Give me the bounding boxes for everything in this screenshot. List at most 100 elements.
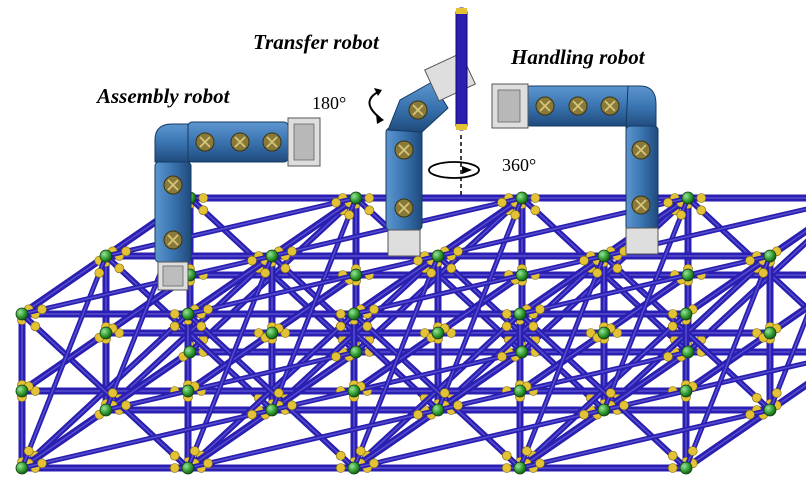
truss-node: [181, 384, 195, 398]
rotation-360-label: 360°: [502, 155, 537, 175]
strut-connector: [453, 400, 463, 411]
strut-connector: [355, 446, 366, 456]
strut-connector: [497, 197, 507, 208]
truss-node: [349, 191, 363, 205]
truss-node: [181, 307, 195, 321]
truss-strut-highlight: [187, 255, 273, 315]
truss-strut-highlight: [353, 313, 521, 469]
strut-connector: [501, 321, 512, 332]
strut-connector: [273, 388, 284, 398]
strut-connector: [751, 328, 762, 338]
truss-strut-highlight: [271, 351, 357, 411]
truss-node: [763, 249, 777, 263]
truss-node: [431, 403, 445, 417]
joint-disc-mark: [234, 136, 246, 148]
truss-node: [347, 384, 361, 398]
strut-connector: [687, 446, 698, 456]
truss-node: [681, 345, 695, 359]
strut-connector: [530, 205, 541, 216]
strut-connector: [369, 458, 379, 469]
truss-strut-highlight: [769, 317, 806, 411]
strut-connector: [247, 255, 257, 266]
truss-strut-highlight: [437, 197, 523, 257]
strut-connector: [335, 450, 346, 461]
strut-connector: [30, 321, 41, 332]
truss-node: [515, 345, 529, 359]
strut-connector: [676, 210, 687, 220]
truss-strut-highlight: [271, 197, 357, 257]
truss-strut-highlight: [769, 230, 806, 257]
truss-node: [679, 307, 693, 321]
strut-connector: [521, 446, 532, 456]
truss-strut-highlight: [21, 255, 107, 315]
truss-node: [515, 268, 529, 282]
truss-strut-highlight: [685, 255, 771, 469]
truss-strut-highlight: [437, 351, 523, 411]
strut-connector: [501, 309, 512, 319]
truss-strut-highlight: [603, 351, 689, 411]
strut-connector: [667, 450, 678, 461]
strut-connector: [121, 246, 131, 257]
joint-disc-mark: [266, 136, 278, 148]
strut-connector: [446, 328, 457, 338]
strut-connector: [247, 409, 257, 420]
handling-robot-label: Handling robot: [511, 45, 645, 69]
strut-connector: [198, 193, 209, 203]
handling-joint-discs: [535, 96, 651, 215]
truss-strut-highlight: [437, 351, 689, 411]
strut-connector: [446, 263, 457, 274]
truss-node: [15, 461, 29, 475]
strut-connector: [497, 351, 507, 362]
truss-node: [597, 249, 611, 263]
strut-connector: [331, 351, 341, 362]
strut-connector: [362, 321, 373, 332]
truss-strut-highlight: [21, 255, 107, 469]
truss-strut-highlight: [685, 255, 771, 315]
strut-connector: [169, 321, 180, 332]
truss-node: [347, 461, 361, 475]
joint-disc-mark: [167, 179, 179, 191]
truss-strut-highlight: [603, 197, 689, 411]
truss-node: [681, 268, 695, 282]
strut-connector: [335, 309, 346, 319]
strut-connector: [612, 328, 623, 338]
spin-arrow-icon: [428, 135, 480, 198]
strut-connector: [287, 400, 297, 411]
joint-disc-mark: [398, 202, 410, 214]
joint-disc-mark: [635, 144, 647, 156]
truss-node: [513, 384, 527, 398]
truss-strut-highlight: [769, 307, 806, 334]
truss-node: [679, 461, 693, 475]
strut-connector: [667, 321, 678, 332]
truss-node: [265, 249, 279, 263]
strut-connector: [280, 263, 291, 274]
truss-node: [513, 307, 527, 321]
strut-connector: [203, 304, 213, 315]
strut-connector: [530, 193, 541, 203]
strut-connector: [426, 268, 437, 278]
strut-connector: [364, 205, 375, 216]
strut-connector: [696, 205, 707, 216]
truss-strut-highlight: [187, 409, 273, 469]
truss-node: [181, 461, 195, 475]
strut-connector: [344, 210, 355, 220]
truss-node: [763, 403, 777, 417]
strut-connector: [37, 458, 47, 469]
strut-connector: [535, 458, 545, 469]
strut-connector: [198, 205, 209, 216]
joint-disc-mark: [635, 199, 647, 211]
truss-node: [597, 326, 611, 340]
truss-strut-highlight: [271, 351, 523, 411]
truss-strut-highlight: [105, 197, 357, 257]
truss-structure: [15, 191, 806, 475]
truss-node: [183, 345, 197, 359]
strut-connector: [612, 263, 623, 274]
assembly-robot-label: Assembly robot: [97, 84, 230, 108]
joint-disc-mark: [604, 100, 616, 112]
rotation-180-label: 180°: [312, 93, 347, 113]
truss-strut-highlight: [519, 255, 605, 315]
strut-connector: [413, 409, 423, 420]
strut-connector: [419, 328, 430, 338]
truss-node: [265, 326, 279, 340]
truss-node: [431, 326, 445, 340]
